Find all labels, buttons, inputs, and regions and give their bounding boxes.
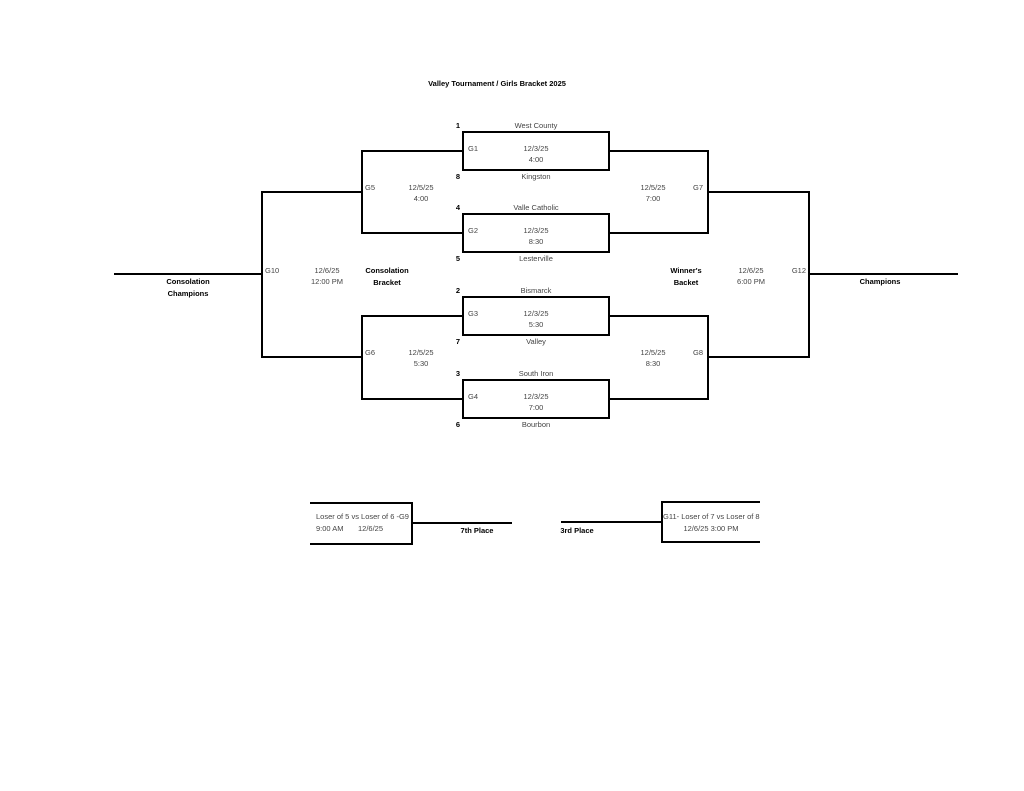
g6-time: 5:30	[413, 359, 429, 368]
seventh-place-output-line	[413, 522, 512, 524]
g5-output-line	[261, 191, 363, 193]
team-name: Valley	[526, 337, 546, 346]
g6-bottom-connector	[361, 398, 462, 400]
game-box-g3: 2 Bismarck G3 12/3/25 5:30 7 Valley	[456, 286, 610, 346]
seventh-place-time: 9:00 AM	[316, 524, 344, 533]
third-place-datetime: 12/6/25 3:00 PM	[683, 524, 739, 533]
team-name: Bismarck	[520, 286, 552, 295]
g8-output-line	[707, 356, 810, 358]
consolation-bracket-title-line2: Bracket	[373, 278, 401, 287]
team-name: Bourbon	[521, 420, 551, 429]
seventh-place-bottom-line	[310, 543, 413, 545]
game-label: G4	[468, 392, 479, 401]
g10-date: 12/6/25	[314, 266, 340, 275]
seed-number: 6	[455, 420, 460, 429]
g3-output-line	[610, 315, 708, 317]
seventh-place-top-line	[310, 502, 413, 504]
game-time: 7:00	[528, 403, 544, 412]
g8-label: G8	[692, 348, 703, 357]
game-label: G3	[468, 309, 479, 318]
third-place-bottom-line	[661, 541, 760, 543]
g6-output-line	[261, 356, 363, 358]
g1-output-line	[610, 150, 708, 152]
g8-time: 8:30	[645, 359, 661, 368]
page-title: Valley Tournament / Girls Bracket 2025	[428, 79, 566, 88]
g5-bottom-connector	[361, 232, 462, 234]
game-date: 12/3/25	[523, 309, 549, 318]
team-name: Kingston	[521, 172, 551, 181]
game-box-g2: 4 Valle Catholic G2 12/3/25 8:30 5 Leste…	[456, 203, 610, 263]
seed-number: 3	[455, 369, 460, 378]
g12-time: 6:00 PM	[737, 277, 765, 286]
g7-output-line	[707, 191, 810, 193]
team-name: West County	[514, 121, 558, 130]
g10-time: 12:00 PM	[310, 277, 344, 286]
third-place-left-line	[661, 501, 663, 543]
seed-number: 7	[455, 337, 460, 346]
g12-label: G12	[791, 266, 806, 275]
champion-label: Champions	[859, 277, 901, 286]
game-time: 4:00	[528, 155, 544, 164]
g7-time: 7:00	[645, 194, 661, 203]
g6-date: 12/5/25	[408, 348, 434, 357]
seed-number: 5	[455, 254, 460, 263]
g6-top-connector	[361, 315, 462, 317]
g5-date: 12/5/25	[408, 183, 434, 192]
seventh-place-date: 12/6/25	[358, 524, 384, 533]
consolation-champion-label-line2: Champions	[167, 289, 209, 298]
g5-top-connector	[361, 150, 462, 152]
g8-date: 12/5/25	[640, 348, 666, 357]
third-place-label: 3rd Place	[560, 526, 594, 535]
winners-bracket-title-line2: Backet	[673, 278, 699, 287]
consolation-bracket-title-line1: Consolation	[365, 266, 409, 275]
g5-label: G5	[365, 183, 376, 192]
game-box-g4: 3 South Iron G4 12/3/25 7:00 6 Bourbon	[456, 369, 610, 429]
third-place-matchup: G11- Loser of 7 vs Loser of 8	[663, 512, 760, 521]
third-place-top-line	[661, 501, 760, 503]
g5-time: 4:00	[413, 194, 429, 203]
game-date: 12/3/25	[523, 144, 549, 153]
seventh-place-label: 7th Place	[460, 526, 494, 535]
third-place-input-line	[561, 521, 661, 523]
seventh-place-matchup: Loser of 5 vs Loser of 6 -G9	[316, 512, 409, 521]
team-name: Valle Catholic	[513, 203, 559, 212]
seventh-place-right-line	[411, 502, 413, 545]
g12-date: 12/6/25	[738, 266, 764, 275]
game-time: 5:30	[528, 320, 544, 329]
game-time: 8:30	[528, 237, 544, 246]
g10-label: G10	[265, 266, 280, 275]
team-name: Lesterville	[519, 254, 553, 263]
team-name: South Iron	[518, 369, 554, 378]
g6-label: G6	[365, 348, 376, 357]
game-box-g1: 1 West County G1 12/3/25 4:00 8 Kingston	[456, 121, 610, 181]
game-label: G2	[468, 226, 479, 235]
seed-number: 1	[455, 121, 460, 130]
winners-bracket-title-line1: Winner's	[670, 266, 702, 275]
g7-label: G7	[692, 183, 703, 192]
consolation-champion-line	[114, 273, 262, 275]
champion-line	[808, 273, 958, 275]
g7-date: 12/5/25	[640, 183, 666, 192]
g4-output-line	[610, 398, 708, 400]
game-date: 12/3/25	[523, 392, 549, 401]
seed-number: 8	[455, 172, 460, 181]
seed-number: 4	[455, 203, 460, 212]
g2-output-line	[610, 232, 708, 234]
seed-number: 2	[455, 286, 460, 295]
game-date: 12/3/25	[523, 226, 549, 235]
consolation-champion-label-line1: Consolation	[166, 277, 210, 286]
game-label: G1	[468, 144, 479, 153]
g10-bracket-line	[261, 191, 263, 358]
